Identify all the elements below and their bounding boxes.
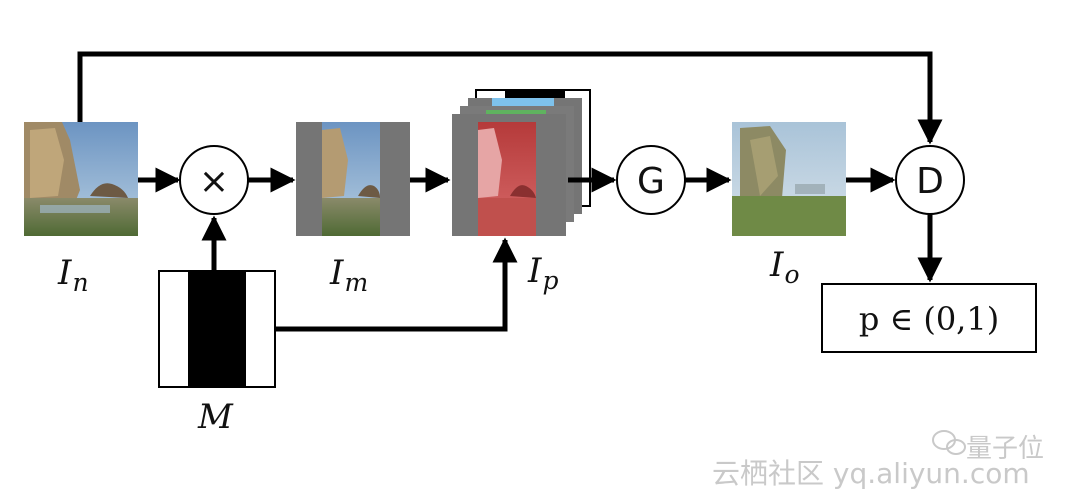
output-image bbox=[732, 122, 846, 236]
connections bbox=[77, 51, 943, 332]
label-mask: M bbox=[198, 397, 233, 437]
discriminator-symbol: D bbox=[916, 161, 944, 202]
watermark-site: 云栖社区 yq.aliyun.com bbox=[712, 457, 1030, 490]
prepared-tensor-stack bbox=[452, 89, 591, 236]
probability-box bbox=[821, 283, 1037, 353]
mask-image bbox=[158, 270, 276, 388]
label-prepared-tensor: Ip bbox=[528, 251, 559, 295]
masked-image bbox=[296, 122, 410, 236]
generator-symbol: G bbox=[637, 161, 665, 202]
input-image bbox=[24, 122, 138, 236]
multiply-symbol: × bbox=[199, 161, 229, 202]
arrow-skip-to-discriminator bbox=[77, 51, 943, 145]
watermark-brand: 量子位 bbox=[966, 434, 1045, 464]
label-masked-image: Im bbox=[330, 253, 369, 297]
label-output-image: Io bbox=[770, 245, 800, 289]
label-input-image: In bbox=[58, 253, 89, 297]
probability-text: p ∈ (0,1) bbox=[859, 300, 999, 338]
wechat-icon bbox=[932, 430, 966, 455]
arrow-mask-to-prepared bbox=[275, 237, 518, 332]
